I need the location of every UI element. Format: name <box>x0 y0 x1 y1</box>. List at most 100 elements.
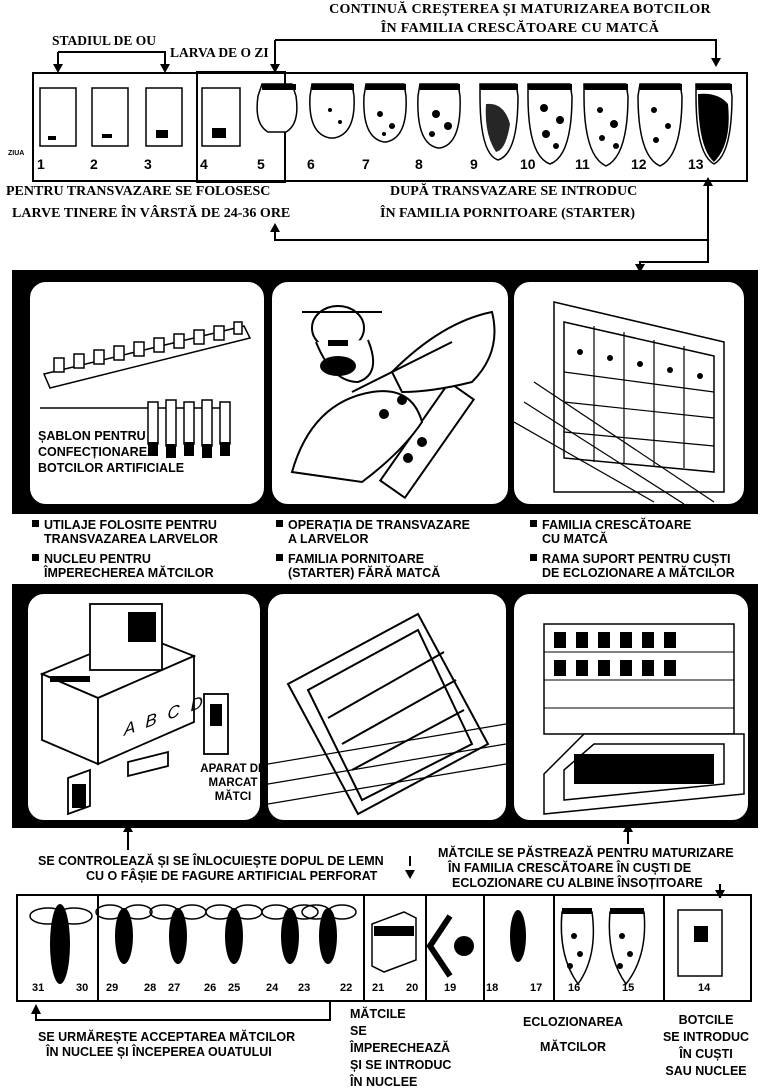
grafting-illustration <box>290 305 496 500</box>
bottom-left-note-line2: CU O FÂȘIE DE FAGURE ARTIFICIAL PERFORAT <box>86 869 378 883</box>
label-stadiul-de-ou: STADIUL DE OU <box>52 33 157 48</box>
top-arrows <box>53 39 721 270</box>
legend-text: ÎMPERECHEREA MĂTCILOR <box>44 566 214 580</box>
caption-line: BOTCILE <box>678 1013 734 1027</box>
ecloz-caption: ECLOZIONAREA MĂTCILOR <box>518 1014 628 1056</box>
panel-tools: ȘABLON PENTRU CONFECȚIONAREA BOTCILOR AR… <box>28 280 266 506</box>
accept-line1: SE URMĂREȘTE ACCEPTAREA MĂTCILOR <box>38 1030 296 1044</box>
legend-item-1: UTILAJE FOLOSITE PENTRU TRANSVAZAREA LAR… <box>32 518 218 546</box>
day-number: 2 <box>90 156 98 172</box>
bottom-right-note-line1: MĂTCILE SE PĂSTREAZĂ PENTRU MATURIZARE <box>438 846 734 860</box>
caption-line: SE ÎMPERECHEAZĂ <box>350 1024 451 1055</box>
ziua-label: ZIUA <box>8 150 25 157</box>
left-note-line1: PENTRU TRANSVAZARE SE FOLOSESC <box>6 184 271 199</box>
day-number: 20 <box>406 982 419 994</box>
day-number: 3 <box>144 156 152 172</box>
legend-item-3: FAMILIA CRESCĂTOARE CU MATCĂ <box>530 518 691 546</box>
day-number: 15 <box>622 982 635 994</box>
day-number: 21 <box>372 982 385 994</box>
legend-text: FAMILIA PORNITOARE <box>288 552 425 566</box>
nucleus-illustration <box>39 603 229 816</box>
cage-frame-illustration <box>543 623 745 815</box>
day-number: 11 <box>575 156 590 172</box>
legend-text: OPERAȚIA DE TRANSVAZARE <box>288 518 470 532</box>
legend-item-6: RAMA SUPORT PENTRU CUȘTI DE ECLOZIONARE … <box>530 552 735 580</box>
day-number: 7 <box>362 156 370 172</box>
botcile-caption: BOTCILE SE INTRODUC ÎN CUȘTI SAU NUCLEE <box>656 1012 756 1080</box>
day-number: 12 <box>631 156 647 172</box>
panel-grafting <box>270 280 510 506</box>
aparat-label: APARAT DE MARCAT MĂTCI <box>200 763 262 803</box>
day-number: 26 <box>204 982 217 994</box>
day-number: 22 <box>340 982 353 994</box>
panel-cage-frame <box>512 592 750 822</box>
legend-text: RAMA SUPORT PENTRU CUȘTI <box>542 552 731 566</box>
bottom-arrows <box>123 823 725 898</box>
bullet-icon <box>32 554 39 561</box>
legend-text: A LARVELOR <box>288 532 369 546</box>
day-number: 27 <box>168 982 181 994</box>
day-number: 28 <box>144 982 157 994</box>
bottom-bracket <box>31 1002 331 1021</box>
top-title-line1: CONTINUĂ CREȘTEREA ȘI MATURIZAREA BOTCIL… <box>329 2 711 17</box>
day-numbers: 1 2 3 4 5 6 7 8 9 10 11 12 13 <box>32 152 744 176</box>
right-note-line2: ÎN FAMILIA PORNITOARE (STARTER) <box>380 206 636 221</box>
day-number: 23 <box>298 982 311 994</box>
right-note-line1: DUPĂ TRANSVAZARE SE INTRODUC <box>390 184 638 199</box>
legend-text: CU MATCĂ <box>542 532 608 546</box>
day-number: 10 <box>520 156 536 172</box>
day-number: 14 <box>698 982 711 994</box>
day-number: 29 <box>106 982 119 994</box>
day-strip: ZIUA <box>8 71 748 183</box>
legend-item-2: OPERAȚIA DE TRANSVAZARE A LARVELOR <box>276 518 470 546</box>
caption-line: ÎN NUCLEE <box>350 1075 418 1089</box>
imperech-caption: MĂTCILE SE ÎMPERECHEAZĂ ȘI SE INTRODUC Î… <box>350 1006 460 1091</box>
rearing-illustration <box>514 301 725 504</box>
day-number: 24 <box>266 982 279 994</box>
starter-illustration <box>268 612 506 816</box>
panel-starter <box>266 592 508 822</box>
day-number: 8 <box>415 156 423 172</box>
day-number: 16 <box>568 982 581 994</box>
bottom-strip: 31 30 29 28 27 26 25 24 23 22 21 20 19 1… <box>16 894 752 1002</box>
caption-line: SE INTRODUC <box>662 1030 750 1044</box>
bullet-icon <box>276 554 283 561</box>
day-number: 31 <box>32 982 45 994</box>
caption-line: ȘI SE INTRODUC <box>350 1058 452 1072</box>
legend-text: FAMILIA CRESCĂTOARE <box>542 518 692 532</box>
legend-text: UTILAJE FOLOSITE PENTRU <box>44 518 217 532</box>
legend-item-5: FAMILIA PORNITOARE (STARTER) FĂRĂ MATCĂ <box>276 552 440 580</box>
tools-illustration <box>40 321 252 458</box>
day-cells <box>39 83 733 167</box>
panel-rearing-family <box>512 280 746 506</box>
day-number: 25 <box>228 982 241 994</box>
day-number: 6 <box>307 156 315 172</box>
top-title-line2: ÎN FAMILIA CRESCĂTOARE CU MATCĂ <box>380 21 660 36</box>
bullet-icon <box>276 520 283 527</box>
left-note-line2: LARVE TINERE ÎN VÂRSTĂ DE 24-36 ORE <box>12 206 291 221</box>
day-number: 1 <box>37 156 45 172</box>
day-number: 9 <box>470 156 478 172</box>
day-number: 13 <box>688 156 704 172</box>
legend-text: TRANSVAZAREA LARVELOR <box>44 532 219 546</box>
day-number: 5 <box>257 156 265 172</box>
caption-line: SAU NUCLEE <box>665 1064 747 1078</box>
day-number: 18 <box>486 982 499 994</box>
day-number: 30 <box>76 982 89 994</box>
bullet-icon <box>530 554 537 561</box>
caption-line: ECLOZIONAREA <box>523 1015 623 1029</box>
caption-line: MĂTCILE <box>350 1007 406 1021</box>
legend-text: DE ECLOZIONARE A MĂTCILOR <box>542 566 735 580</box>
accept-line2: ÎN NUCLEE ȘI ÎNCEPEREA OUATULUI <box>46 1045 272 1059</box>
day-number: 4 <box>200 156 208 172</box>
sablon-label: ȘABLON PENTRU CONFECȚIONAREA BOTCILOR AR… <box>38 429 185 475</box>
bottom-right-note-line2: ÎN FAMILIA CRESCĂTOARE ÎN CUȘTI DE <box>448 861 692 875</box>
day-number: 17 <box>530 982 543 994</box>
caption-line: ÎN CUȘTI <box>679 1047 733 1061</box>
bottom-strip-illustrations <box>29 896 723 1000</box>
legend-item-4: NUCLEU PENTRU ÎMPERECHEREA MĂTCILOR <box>32 552 214 580</box>
bullet-icon <box>530 520 537 527</box>
caption-line: MĂTCILOR <box>540 1040 606 1054</box>
legend-text: (STARTER) FĂRĂ MATCĂ <box>288 566 441 580</box>
bottom-right-note-line3: ECLOZIONARE CU ALBINE ÎNSOȚITOARE <box>452 876 703 890</box>
